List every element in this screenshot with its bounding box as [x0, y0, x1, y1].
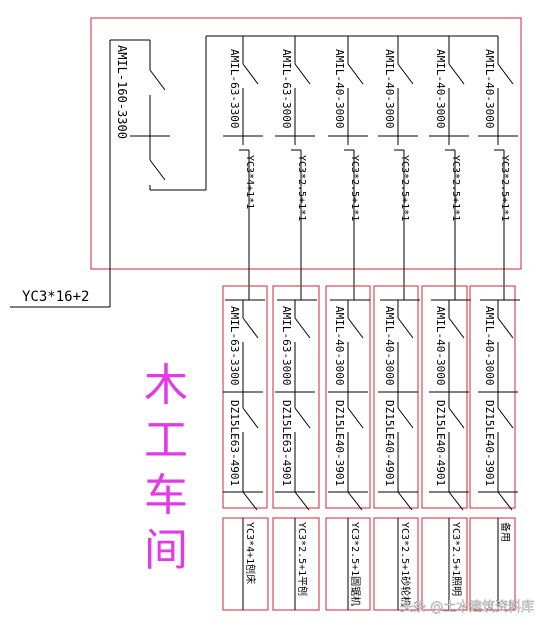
sub-box-4	[373, 285, 419, 509]
branch-4-breaker-contact	[397, 63, 414, 85]
sub-box-3-breaker-label: AMIL-40-3000	[333, 306, 346, 385]
branch-2-breaker-contact	[294, 63, 311, 85]
sub-box-3-output-contact	[347, 491, 363, 511]
branch-2-cable-label: YC3*2.5+1*1	[296, 155, 307, 221]
branch-1-cable-label: YC3*4+1*1	[244, 155, 255, 209]
sub-box-1-rcd-contact	[242, 407, 259, 429]
branch-3-breaker-label: AMIL-40-3000	[333, 49, 346, 128]
branch-4-cable-label: YC3*2.5+1*1	[399, 155, 410, 221]
sub-box-5-rcd-contact	[448, 407, 465, 429]
sub-box-5	[421, 285, 468, 509]
sub-box-2-rcd-contact	[294, 407, 311, 429]
main-distribution-box	[90, 17, 522, 270]
output-3-label: YC3*2.5+1圆锯机	[349, 522, 362, 606]
branch-6-cable-label: YC3*2.5+1*1	[499, 155, 510, 221]
branch-1-breaker-label: AMIL-63-3300	[228, 49, 241, 128]
branch-5-breaker-contact	[448, 63, 465, 85]
sub-box-1-output-contact	[242, 491, 258, 511]
sub-box-1-breaker-label: AMIL-63-3300	[228, 306, 241, 385]
sub-box-5-breaker-contact	[448, 317, 465, 339]
branch-3-cable-label: YC3*2.5+1*1	[349, 155, 360, 221]
sub-box-6-breaker-label: AMIL-40-3000	[483, 306, 496, 385]
sub-box-3-breaker-contact	[347, 317, 364, 339]
output-5-label: YC3*2.5+1照明	[450, 522, 462, 596]
output-box-4	[373, 517, 419, 611]
sub-box-5-rcd-label: DZ15LE40-4901	[434, 400, 447, 486]
sub-box-6	[469, 285, 516, 509]
sub-box-5-breaker-label: AMIL-40-3000	[434, 306, 447, 385]
sub-box-6-rcd-contact	[497, 407, 514, 429]
sub-box-1-rcd-label: DZ15LE63-4901	[228, 400, 241, 486]
sub-box-2-breaker-label: AMIL-63-3000	[280, 306, 293, 385]
sub-box-3-rcd-label: DZ15LE40-3901	[333, 400, 346, 486]
title-char-4: 间	[144, 525, 188, 576]
workshop-title: 木 工 车 间	[144, 360, 188, 576]
sub-box-4-output-contact	[397, 491, 413, 511]
main-breaker-contact-2	[149, 159, 166, 181]
sub-box-1-breaker-contact	[242, 317, 259, 339]
branch-5-breaker-label: AMIL-40-3000	[434, 49, 447, 128]
incoming-cable-label: YC3*16+2	[22, 289, 89, 305]
title-char-3: 车	[144, 470, 188, 521]
sub-box-1	[222, 285, 268, 509]
output-4-label: YC3*2.5+1砂轮机	[399, 522, 412, 606]
sub-box-4-breaker-contact	[397, 317, 414, 339]
sub-box-5-output-contact	[448, 491, 464, 511]
output-6-label: 备用	[499, 522, 512, 542]
sub-box-3	[325, 285, 371, 509]
output-1-label: YC3*4+1刨床	[244, 522, 257, 584]
branch-1-breaker-contact	[242, 63, 259, 85]
title-char-2: 工	[144, 415, 188, 466]
sub-box-2	[272, 285, 320, 509]
output-box-5	[421, 517, 468, 611]
sub-box-4-rcd-contact	[397, 407, 414, 429]
watermark-text: 头条 @土木建筑资料库	[400, 599, 534, 615]
sub-box-2-output-contact	[294, 491, 310, 511]
branch-circuits: AMIL-63-3300YC3*4+1*1AMIL-63-3300DZ15LE6…	[222, 36, 520, 611]
output-box-6	[469, 517, 516, 611]
branch-3-breaker-contact	[347, 63, 364, 85]
branch-2-breaker-label: AMIL-63-3000	[280, 49, 293, 128]
branch-6-breaker-contact	[497, 63, 514, 85]
output-box-1	[222, 517, 269, 611]
branch-6-breaker-label: AMIL-40-3000	[483, 49, 496, 128]
sub-box-4-rcd-label: DZ15LE40-4901	[383, 400, 396, 486]
main-breaker-contact	[149, 69, 166, 91]
branch-4-breaker-label: AMIL-40-3000	[383, 49, 396, 128]
title-char-1: 木	[144, 360, 188, 411]
output-2-label: YC3*2.5+1平刨	[296, 522, 309, 596]
sub-box-2-breaker-contact	[294, 317, 311, 339]
sub-box-6-output-contact	[497, 491, 513, 511]
output-box-2	[272, 517, 320, 611]
sub-box-4-breaker-label: AMIL-40-3000	[383, 306, 396, 385]
branch-5-cable-label: YC3*2.5+1*1	[450, 155, 461, 221]
sub-box-6-breaker-contact	[497, 317, 514, 339]
sub-box-6-rcd-label: DZ15LE40-3901	[483, 400, 496, 486]
sub-box-3-rcd-contact	[347, 407, 364, 429]
sub-box-2-rcd-label: DZ15LE63-4901	[280, 400, 293, 486]
main-breaker-label: AMIL-160-3300	[115, 45, 129, 139]
